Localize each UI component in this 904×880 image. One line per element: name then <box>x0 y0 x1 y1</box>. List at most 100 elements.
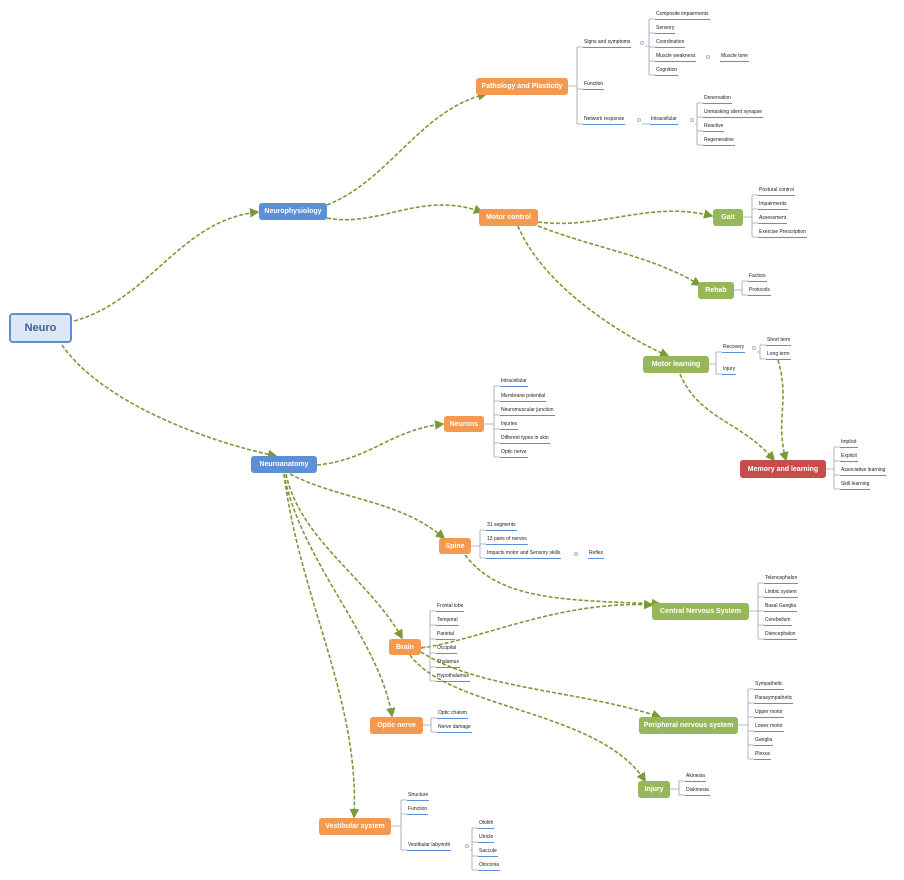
leaf-impacts-motor-sensory[interactable]: Impacts motor and Sensory skills <box>486 550 562 559</box>
node-central-nervous-system[interactable]: Central Nervous System <box>652 603 749 620</box>
leaf-skill-learning[interactable]: Skill learning <box>840 481 871 490</box>
collapse-toggle-icon[interactable] <box>752 346 756 350</box>
leaf-otolith[interactable]: Otolith <box>478 820 495 829</box>
leaf-different-types-skin[interactable]: Different types in skin <box>500 435 550 444</box>
leaf-exercise-prescription[interactable]: Exercise Prescription <box>758 229 807 238</box>
leaf-sensory[interactable]: Sensory <box>655 25 676 34</box>
leaf-sympathetic[interactable]: Sympathetic <box>754 681 784 690</box>
leaf-13-pairs-nerves[interactable]: 13 pairs of nerves <box>486 536 528 545</box>
node-motor-control[interactable]: Motor control <box>479 209 538 226</box>
leaf-neurons-intracellular[interactable]: Intracellular <box>500 378 528 387</box>
leaf-occipital[interactable]: Occipital <box>436 645 458 654</box>
node-memory-learning[interactable]: Memory and learning <box>740 460 826 478</box>
leaf-optic-chaism[interactable]: Optic chaism <box>437 710 468 719</box>
node-gait[interactable]: Gait <box>713 209 743 226</box>
leaf-neuromuscular-junction[interactable]: Neuromuscular junction <box>500 407 555 416</box>
leaf-associative-learning[interactable]: Associative learning <box>840 467 887 476</box>
leaf-hypothalamus[interactable]: Hypothalamus <box>436 673 470 682</box>
leaf-membrane-potential[interactable]: Membrane potential <box>500 393 547 402</box>
leaf-denervation[interactable]: Denervation <box>703 95 732 104</box>
leaf-bracket <box>670 780 685 796</box>
node-spine[interactable]: Spine <box>439 538 471 554</box>
leaf-intracellular[interactable]: Intracellular <box>650 116 678 125</box>
node-neuro[interactable]: Neuro <box>9 313 72 343</box>
leaf-factors[interactable]: Factors <box>748 273 767 282</box>
leaf-explicit[interactable]: Explicit <box>840 453 858 462</box>
leaf-bracket <box>734 280 748 296</box>
leaf-assessment[interactable]: Assessment <box>758 215 788 224</box>
leaf-upper-motor[interactable]: Upper motor <box>754 709 784 718</box>
leaf-31-segments[interactable]: 31 segments <box>486 522 517 531</box>
leaf-diencephalon[interactable]: Diencephalon <box>764 631 797 640</box>
leaf-diskinesia[interactable]: Diskinesia <box>685 787 710 796</box>
leaf-reactive[interactable]: Reactive <box>703 123 725 132</box>
leaf-basal-ganglia[interactable]: Basal Ganglia <box>764 603 798 612</box>
collapse-toggle-icon[interactable] <box>640 41 644 45</box>
leaf-utricle[interactable]: Utricle <box>478 834 495 843</box>
leaf-signs-symptoms[interactable]: Signs and symptoms <box>583 39 632 48</box>
node-pathology-plasticity[interactable]: Pathology and Plasticity <box>476 78 568 95</box>
leaf-vestibular-labyrinth[interactable]: Vestibular labyrinth <box>407 842 452 851</box>
link-neuroanatomy-optic-nerve <box>283 473 396 718</box>
leaf-cerebellum[interactable]: Cerebellum <box>764 617 792 626</box>
leaf-thalamus[interactable]: Thalamus <box>436 659 460 668</box>
leaf-vestibular-function[interactable]: Function <box>407 806 429 815</box>
leaf-plexus[interactable]: Plexus <box>754 751 772 760</box>
link-neuroanatomy-brain <box>285 473 403 640</box>
collapse-toggle-icon[interactable] <box>574 552 578 556</box>
leaf-postural-control[interactable]: Postural control <box>758 187 795 196</box>
leaf-parietal[interactable]: Parietal <box>436 631 455 640</box>
collapse-toggle-icon[interactable] <box>465 844 469 848</box>
leaf-telencephalon[interactable]: Telencephalon <box>764 575 799 584</box>
leaf-long-term[interactable]: Long term <box>766 351 791 360</box>
node-brain[interactable]: Brain <box>389 639 421 655</box>
leaf-nerve-damage[interactable]: Nerve damage <box>437 724 472 733</box>
leaf-ganglia[interactable]: Ganglia <box>754 737 774 746</box>
leaf-otoconia[interactable]: Otoconia <box>478 862 501 871</box>
node-injury[interactable]: Injury <box>638 781 670 798</box>
node-peripheral-nervous-system[interactable]: Peripheral nervous system <box>639 717 738 734</box>
leaf-frontal-lobe[interactable]: Frontal lobe <box>436 603 465 612</box>
leaf-parasympathetic[interactable]: Parasympathetic <box>754 695 794 704</box>
leaf-reflex[interactable]: Reflex <box>588 550 605 559</box>
leaf-lower-motor[interactable]: Lower motor <box>754 723 784 732</box>
link-spine-cns <box>464 554 662 609</box>
leaf-bracket <box>757 344 766 360</box>
leaf-bracket <box>743 194 758 238</box>
leaf-unmasking-silent-synapse[interactable]: Unmasking silent synapse <box>703 109 764 118</box>
leaf-coordination[interactable]: Coordination <box>655 39 686 48</box>
leaf-saccule[interactable]: Saccule <box>478 848 498 857</box>
leaf-injury[interactable]: Injury <box>722 366 737 375</box>
leaf-bracket <box>738 688 754 760</box>
node-optic-nerve[interactable]: Optic nerve <box>370 717 423 734</box>
leaf-structure[interactable]: Structure <box>407 792 430 801</box>
leaf-impairments[interactable]: Impairments <box>758 201 788 210</box>
node-neurons[interactable]: Neurons <box>444 416 484 432</box>
leaf-temporal[interactable]: Temporal <box>436 617 459 626</box>
node-neurophysiology[interactable]: Neurophysiology <box>259 203 327 220</box>
leaf-function[interactable]: Function <box>583 81 605 90</box>
leaf-short-term[interactable]: Short term <box>766 337 792 346</box>
leaf-akinesia[interactable]: Akinesia <box>685 773 706 782</box>
leaf-network-response[interactable]: Network response <box>583 116 626 125</box>
leaf-limbic-system[interactable]: Limbic system <box>764 589 798 598</box>
leaf-bracket <box>423 717 437 733</box>
collapse-toggle-icon[interactable] <box>690 118 694 122</box>
leaf-cognition[interactable]: Cognition <box>655 67 679 76</box>
link-neuroanatomy-spine <box>289 473 446 540</box>
leaf-muscle-tone[interactable]: Muscle tone <box>720 53 749 62</box>
node-vestibular-system[interactable]: Vestibular system <box>319 818 391 835</box>
leaf-protocols[interactable]: Protocols <box>748 287 771 296</box>
leaf-recovery[interactable]: Recovery <box>722 344 746 353</box>
leaf-implicit[interactable]: Implicit <box>840 439 858 448</box>
node-rehab[interactable]: Rehab <box>698 282 734 299</box>
leaf-regenerative[interactable]: Regenerative <box>703 137 735 146</box>
node-motor-learning[interactable]: Motor learning <box>643 356 709 373</box>
leaf-muscle-weakness[interactable]: Muscle weakness <box>655 53 697 62</box>
leaf-neurons-optic-nerve[interactable]: Optic nerve <box>500 449 528 458</box>
collapse-toggle-icon[interactable] <box>706 55 710 59</box>
leaf-injuries[interactable]: Injuries <box>500 421 519 430</box>
collapse-toggle-icon[interactable] <box>637 118 641 122</box>
leaf-composite-impairments[interactable]: Composite impairments <box>655 11 710 20</box>
node-neuroanatomy[interactable]: Neuroanatomy <box>251 456 317 473</box>
